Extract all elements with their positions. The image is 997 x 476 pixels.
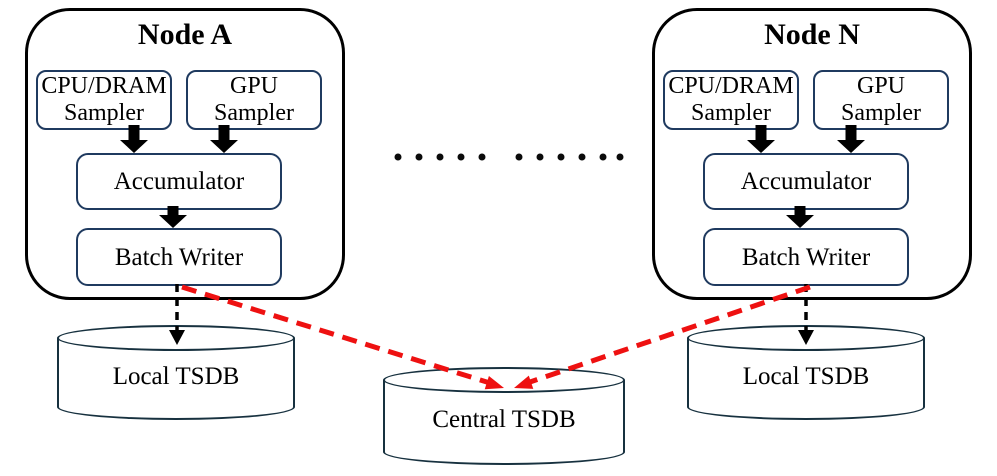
batch-writer-label: Batch Writer: [741, 243, 871, 271]
node-a-batch-writer: Batch Writer: [76, 228, 282, 286]
gpu-sampler-label-line2: Sampler: [841, 100, 921, 126]
gpu-sampler-label-line2: Sampler: [214, 100, 294, 126]
central-tsdb-cylinder: Central TSDB: [383, 367, 625, 465]
local-tsdb-n-cylinder: Local TSDB: [687, 325, 925, 420]
node-a-title: Node A: [137, 18, 233, 51]
node-n-batch-writer: Batch Writer: [703, 228, 909, 286]
local-tsdb-a-cylinder: Local TSDB: [57, 325, 295, 420]
node-n-title: Node N: [764, 18, 860, 51]
ellipsis-dots: [394, 153, 624, 161]
node-a-container: Node A CPU/DRAM Sampler GPU Sampler Accu…: [25, 8, 345, 300]
local-tsdb-a-label: Local TSDB: [112, 362, 240, 390]
cpu-dram-sampler-label-line2: Sampler: [691, 100, 771, 126]
local-tsdb-n-label: Local TSDB: [742, 362, 870, 390]
node-n-container: Node N CPU/DRAM Sampler GPU Sampler Accu…: [652, 8, 972, 300]
gpu-sampler-label-line1: GPU: [856, 73, 905, 99]
batch-writer-label: Batch Writer: [114, 243, 244, 271]
cylinder-top: [687, 325, 925, 351]
cpu-dram-sampler-label-line2: Sampler: [64, 100, 144, 126]
central-tsdb-label: Central TSDB: [432, 406, 576, 433]
cpu-dram-sampler-label-line1: CPU/DRAM: [668, 73, 794, 99]
node-a-accumulator: Accumulator: [76, 153, 282, 210]
cpu-dram-sampler-label-line1: CPU/DRAM: [41, 73, 167, 99]
node-n-accumulator: Accumulator: [703, 153, 909, 210]
node-n-gpu-sampler: GPU Sampler: [813, 70, 949, 130]
node-n-cpu-dram-sampler: CPU/DRAM Sampler: [663, 70, 799, 130]
accumulator-label: Accumulator: [740, 168, 872, 195]
gpu-sampler-label-line1: GPU: [229, 73, 278, 99]
cylinder-top: [383, 367, 625, 393]
node-a-gpu-sampler: GPU Sampler: [186, 70, 322, 130]
accumulator-label: Accumulator: [113, 168, 245, 195]
cylinder-top: [57, 325, 295, 351]
node-a-cpu-dram-sampler: CPU/DRAM Sampler: [36, 70, 172, 130]
